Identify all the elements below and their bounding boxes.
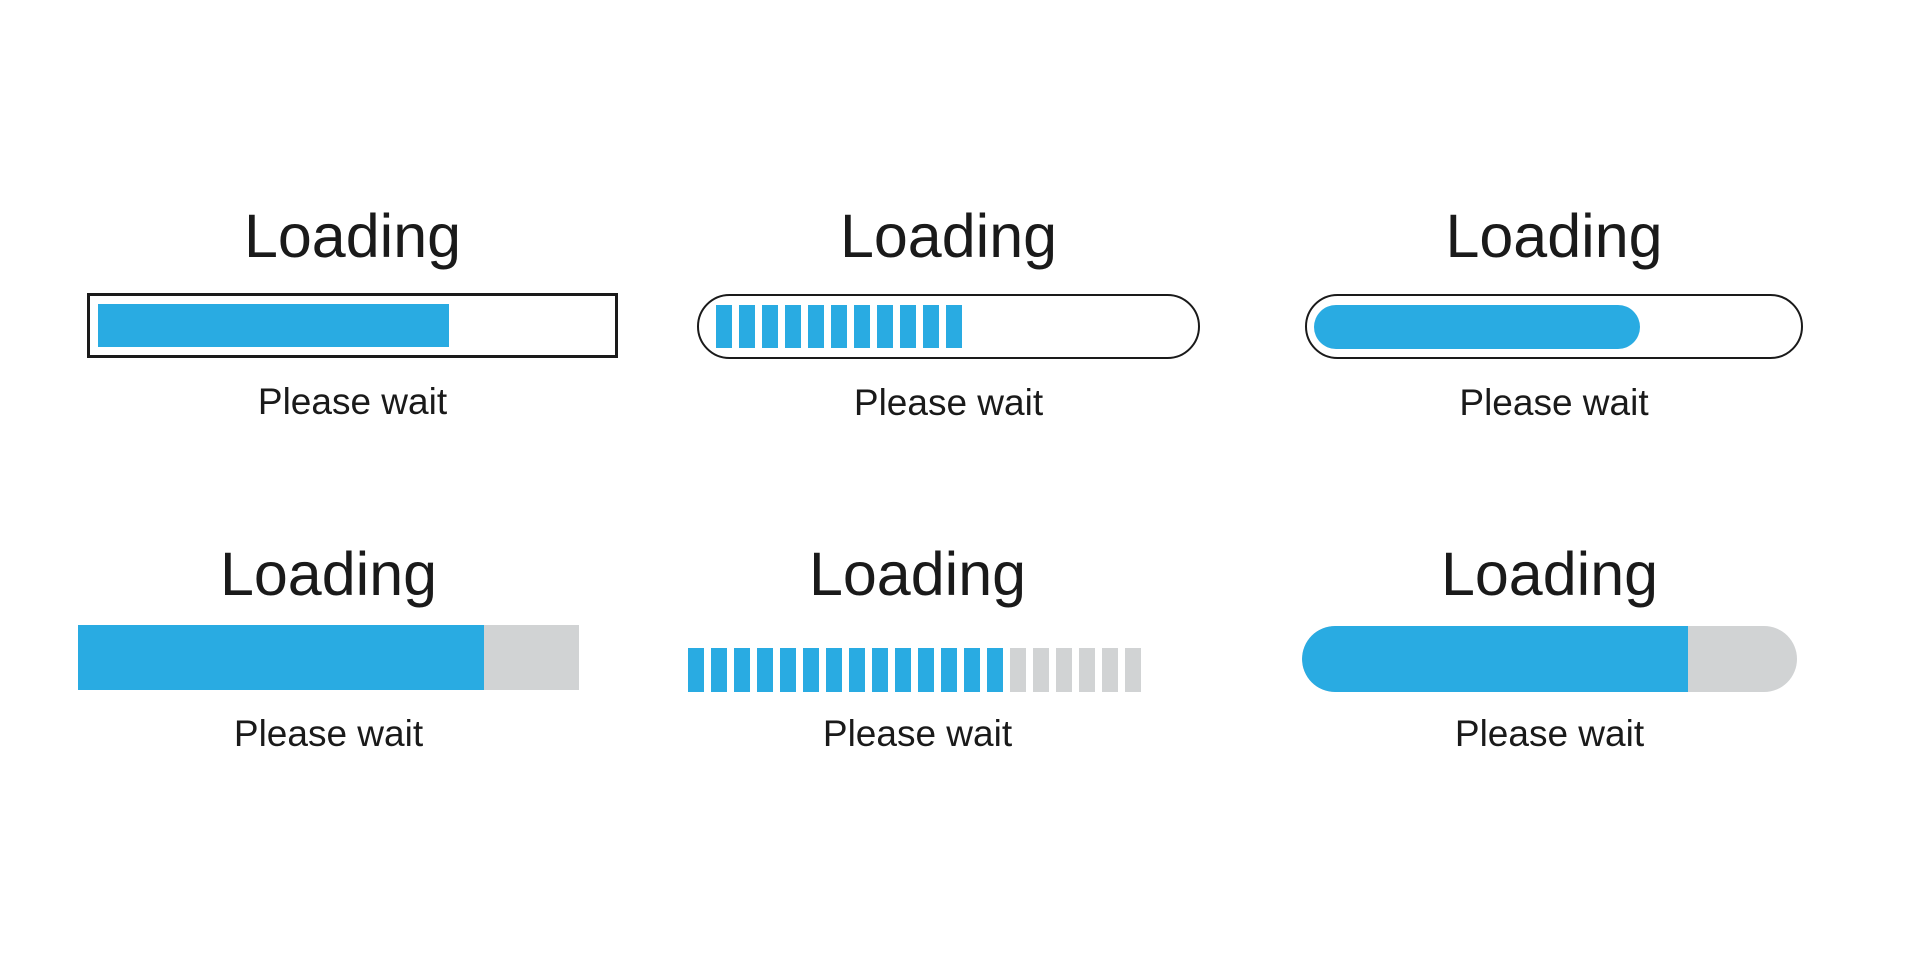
segment-filled (849, 648, 865, 692)
please-wait-caption: Please wait (1454, 713, 1645, 754)
segment-filled (716, 305, 732, 348)
segment-filled (918, 648, 934, 692)
progress-fill (1302, 626, 1689, 692)
segment-filled (941, 648, 957, 692)
loader-panel-outlined-rectangle: Loading Please wait (87, 203, 618, 424)
loader-panel-outlined-pill-segmented: Loading Please wait (697, 203, 1200, 425)
loading-title: Loading (808, 540, 1027, 608)
segment-filled (826, 648, 842, 692)
segment-filled (711, 648, 727, 692)
segment-filled (877, 305, 893, 348)
segment-filled (734, 648, 750, 692)
progress-bar-segmented (688, 648, 1147, 692)
progress-bar-flat-pill (1302, 626, 1797, 692)
loading-title: Loading (839, 202, 1058, 270)
progress-fill (1314, 304, 1641, 349)
segment-empty (1079, 648, 1095, 692)
segment-filled (854, 305, 870, 348)
loading-title: Loading (219, 540, 438, 608)
segment-filled (739, 305, 755, 348)
segment-filled (762, 305, 778, 348)
please-wait-caption: Please wait (853, 382, 1044, 423)
progress-bar-outlined-rectangle (87, 293, 618, 358)
segment-filled (831, 305, 847, 348)
loader-panel-flat-pill: Loading Please wait (1302, 541, 1797, 756)
segment-empty (1033, 648, 1049, 692)
segment-filled (688, 648, 704, 692)
segment-filled (808, 305, 824, 348)
segment-filled (987, 648, 1003, 692)
segment-filled (946, 305, 962, 348)
loading-title: Loading (1440, 540, 1659, 608)
segment-filled (780, 648, 796, 692)
please-wait-caption: Please wait (822, 713, 1013, 754)
loader-panel-segmented: Loading Please wait (688, 541, 1147, 756)
progress-bar-segmented-pill (697, 294, 1200, 359)
progress-fill (98, 304, 450, 347)
please-wait-caption: Please wait (233, 713, 424, 754)
loading-title: Loading (1445, 202, 1663, 270)
segment-filled (900, 305, 916, 348)
loader-panel-flat-rectangle: Loading Please wait (78, 541, 579, 756)
segment-filled (964, 648, 980, 692)
please-wait-caption: Please wait (1459, 382, 1649, 423)
segment-empty (1010, 648, 1026, 692)
segment-empty (1102, 648, 1118, 692)
loader-panel-outlined-pill: Loading Please wait (1305, 203, 1803, 425)
progress-fill (78, 625, 484, 690)
segment-filled (757, 648, 773, 692)
segment-empty (1056, 648, 1072, 692)
loading-title: Loading (243, 202, 462, 270)
segment-filled (895, 648, 911, 692)
segment-filled (872, 648, 888, 692)
segment-filled (785, 305, 801, 348)
please-wait-caption: Please wait (257, 381, 448, 422)
segment-filled (803, 648, 819, 692)
progress-bar-outlined-pill (1305, 294, 1803, 359)
segment-empty (1125, 648, 1141, 692)
progress-bar-flat-rectangle (78, 625, 579, 690)
segment-filled (923, 305, 939, 348)
